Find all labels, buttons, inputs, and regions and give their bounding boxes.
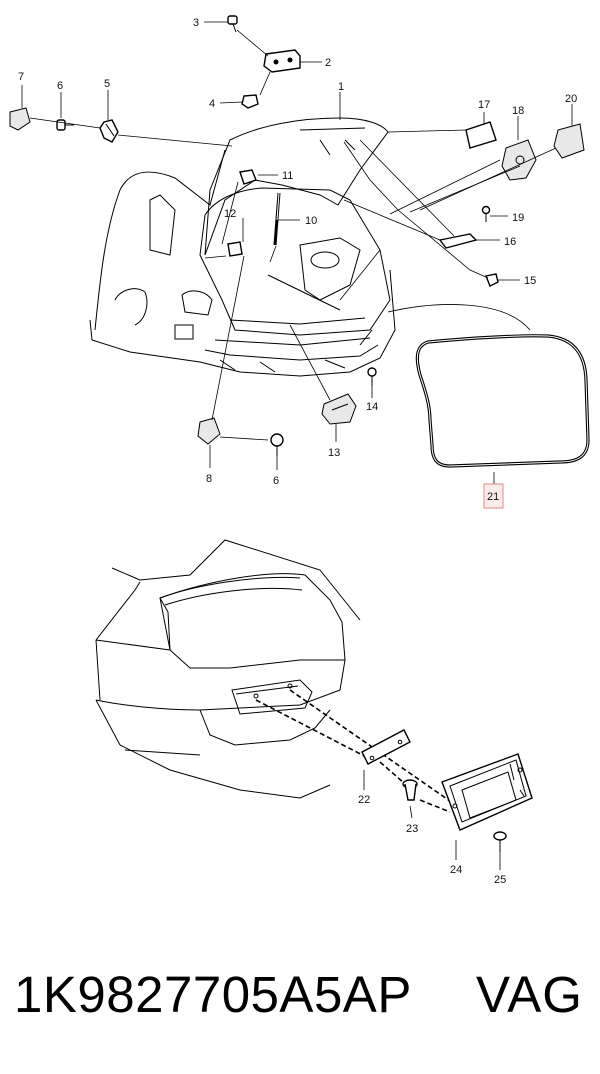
callout-5: 5 [104,78,110,90]
cap-part-8 [197,417,221,445]
rivet-part-23 [402,779,418,801]
callout-20: 20 [565,93,577,105]
bracket-part-20 [553,123,585,159]
callout-23: 23 [406,823,418,835]
clip-part-15 [485,273,499,287]
clip-part-5 [99,119,119,143]
callout-19: 19 [512,212,524,224]
callout-14: 14 [366,401,378,413]
latch-part-13 [321,393,357,425]
brand-name: VAG [476,966,583,1023]
lock-part-18 [501,139,537,181]
callout-6a: 6 [57,80,63,92]
parts-diagram: 1 2 3 4 5 6 6 7 8 10 11 12 13 14 15 16 1… [9,15,590,886]
callout-4: 4 [209,98,215,110]
callout-6b: 6 [273,475,279,487]
callout-7: 7 [18,71,24,83]
callout-16: 16 [504,236,516,248]
screw-part-25 [493,831,507,852]
callout-21-box [483,483,504,509]
callout-18: 18 [512,105,524,117]
vehicle-body-rear [89,149,396,377]
screw-part-19 [481,205,491,222]
callout-13: 13 [328,447,340,459]
callout-15: 15 [524,275,536,287]
bolt-part-6b [270,433,284,456]
screw-part-14 [367,367,377,386]
tailgate-seal [415,334,590,468]
plate-parts [255,689,533,870]
cap-part-7 [9,107,31,131]
footer: 1K9827705A5AP VAG [0,955,600,1035]
bolt-part-6a [56,119,74,131]
callout-2: 2 [325,57,331,69]
tailgate-lid [204,117,389,256]
callout-25: 25 [494,874,506,886]
nut-part-4 [241,94,259,109]
light-part-17 [465,121,497,149]
leader-lines [21,21,573,484]
callout-labels: 1 2 3 4 5 6 6 7 8 10 11 12 13 14 15 16 1… [18,17,577,886]
callout-3: 3 [193,17,199,29]
callout-22: 22 [358,794,370,806]
hinge-part-2 [263,49,301,73]
callout-8: 8 [206,473,212,485]
screw-part-3 [227,15,238,33]
gas-strut-part-10 [273,192,281,246]
bolt-part-12 [227,241,243,257]
callout-24: 24 [450,864,462,876]
callout-12: 12 [224,208,236,220]
handle-part-16 [438,233,478,249]
callout-10: 10 [305,215,317,227]
part-number: 1K9827705A5AP [14,966,412,1023]
vehicle-rear-view [95,539,361,799]
callout-17: 17 [478,99,490,111]
callout-21: 21 [487,491,499,503]
license-bracket-part-24 [441,753,533,831]
callout-11: 11 [282,170,293,182]
callout-1: 1 [338,81,344,93]
strip-part-22 [361,729,411,765]
bolt-part-11 [239,169,257,185]
